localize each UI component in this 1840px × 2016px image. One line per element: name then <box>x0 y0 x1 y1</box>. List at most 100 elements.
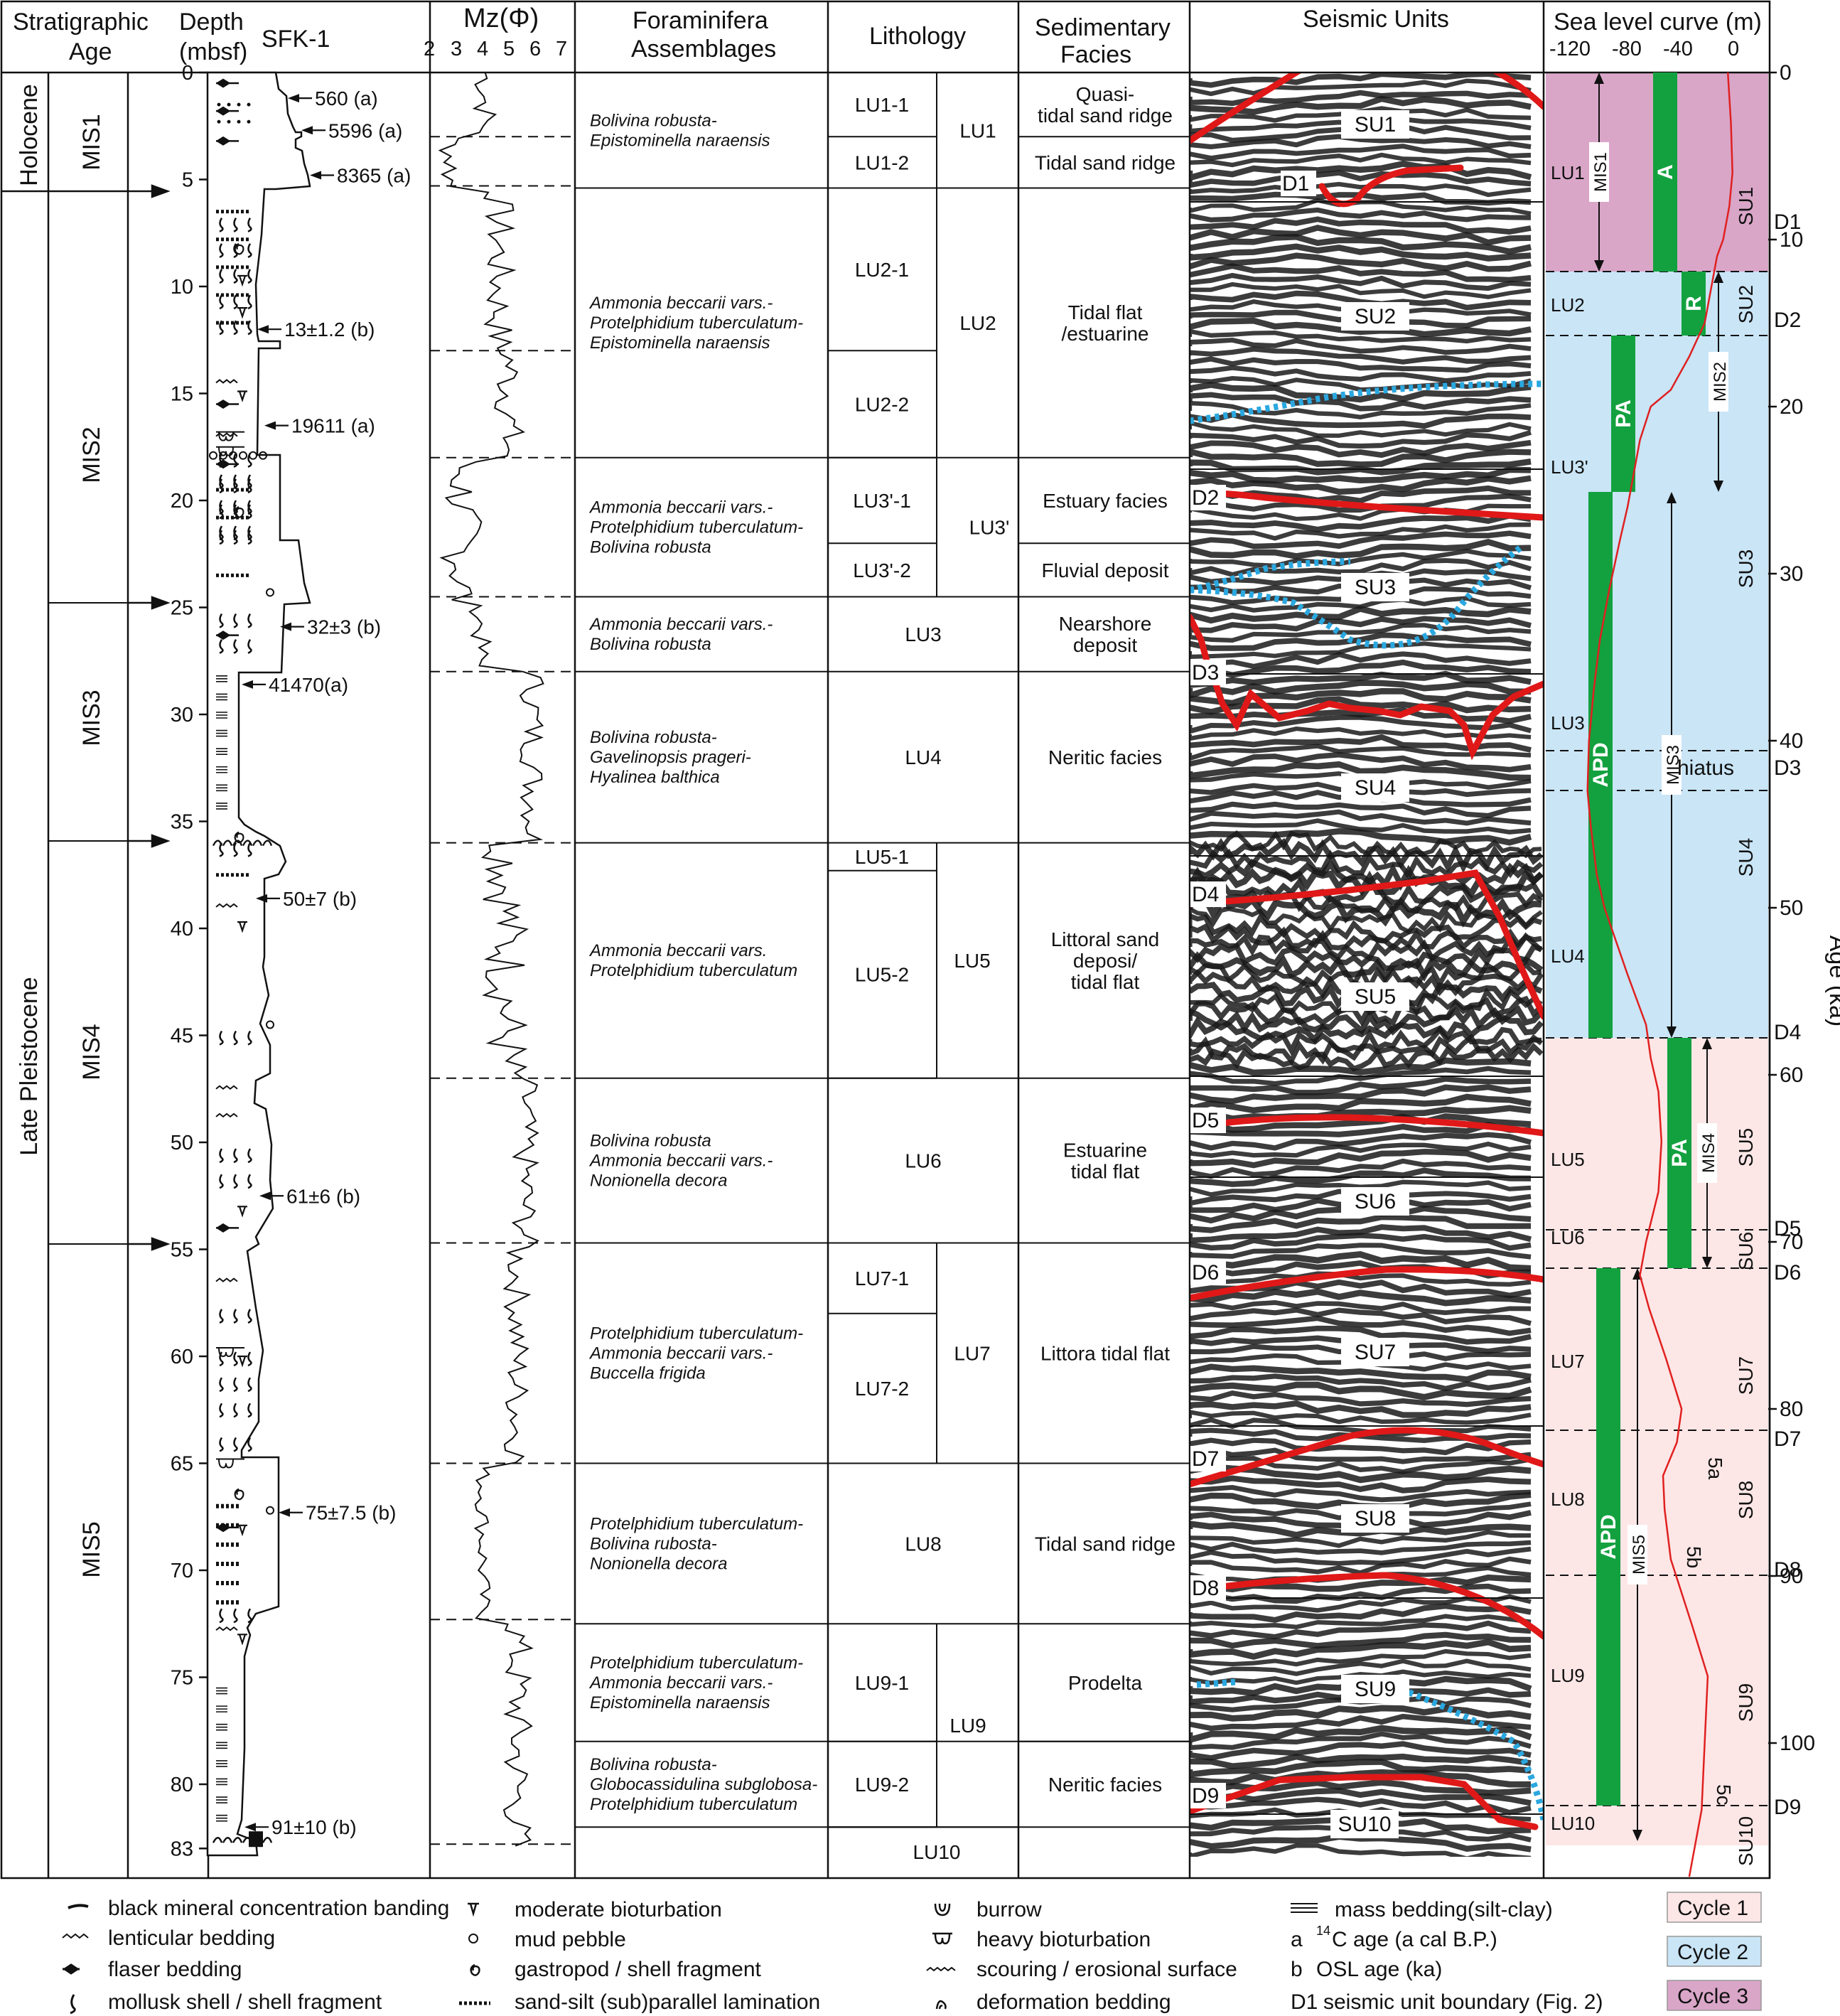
date-arrowhead <box>257 325 269 334</box>
seismic-reflection <box>1190 1132 1532 1151</box>
litho-main-label: LU5 <box>954 950 990 972</box>
seismic-unit-label: SU8 <box>1355 1507 1396 1530</box>
seismic-reflection <box>1190 1300 1532 1316</box>
lithology-column: LU1-1LU1-2LU2-1LU2-2LU3'-1LU3'-2LU5-1LU5… <box>828 73 1009 1863</box>
date-label: 75±7.5 (b) <box>306 1502 396 1524</box>
heavy-bioturbation-icon <box>932 1932 952 1945</box>
mass-bedding-symbol <box>216 1687 227 1695</box>
seismic-boundary-label-bg <box>1190 1108 1226 1133</box>
sealevel-lu-label: LU1 <box>1551 162 1585 183</box>
sealevel-bar-label: PA <box>1668 1139 1691 1167</box>
lenticular-symbol <box>215 903 238 908</box>
bioturbation-symbol <box>237 274 247 287</box>
mis-range-label-bg <box>1709 352 1728 412</box>
seismic-reflection <box>1190 1713 1532 1732</box>
seismic-reflection <box>1190 1540 1532 1555</box>
date-arrowhead <box>264 421 276 430</box>
mis-range-label-bg <box>1589 142 1609 202</box>
reflector-blue-su3b <box>1190 558 1351 594</box>
pebble-row-symbol <box>229 451 237 460</box>
seismic-reflection <box>1190 522 1532 541</box>
mz-axis: 2 3 4 5 6 7 <box>424 38 567 60</box>
seismic-reflection <box>1190 801 1532 818</box>
seismic-reflection <box>1190 1546 1532 1566</box>
date-arrowhead <box>280 622 291 631</box>
seismic-reflection <box>1190 412 1532 429</box>
seismic-boundary-label: D2 <box>1192 486 1219 510</box>
shell-symbol <box>219 1403 224 1418</box>
seismic-reflection <box>1190 1390 1532 1408</box>
depth-tick-label: 35 <box>171 811 193 834</box>
shell-symbol <box>247 218 252 232</box>
bioturbation-symbol <box>237 1524 247 1537</box>
header-facies-line1: Sedimentary <box>1035 14 1171 41</box>
facies-text: /estuarine <box>1062 323 1149 345</box>
shell-symbol <box>219 474 224 490</box>
facies-text: Tidal flat <box>1068 301 1143 323</box>
seismic-reflection <box>1190 687 1532 707</box>
facies-text: Neritic facies <box>1048 746 1162 768</box>
date-arrowhead <box>310 171 321 180</box>
core-log-sfk1 <box>206 71 311 1857</box>
bioturbation-symbol <box>237 390 247 402</box>
seismic-reflection <box>1190 1796 1532 1816</box>
seismic-reflection <box>1190 827 1532 846</box>
facies-text: tidal flat <box>1071 1161 1140 1183</box>
seismic-unit-label-bg <box>1341 302 1409 331</box>
sealevel-d-label: D3 <box>1774 756 1801 780</box>
seismic-reflection <box>1190 1410 1532 1425</box>
mis-range-arrowhead <box>1702 1038 1712 1049</box>
gastropod-icon <box>470 1963 480 1976</box>
depth-tick-label: 50 <box>171 1132 193 1154</box>
foram-assemblage-text: Protelphidium tuberculatum <box>590 1795 797 1814</box>
shell-symbol <box>219 1148 224 1164</box>
seismic-reflection <box>1190 144 1532 161</box>
seismic-reflection <box>1190 225 1532 246</box>
flaser-symbol <box>215 106 239 116</box>
sea-level-curve <box>1586 72 1733 1877</box>
seismic-reflection <box>1190 1113 1532 1133</box>
sealevel-d-label: D7 <box>1774 1427 1801 1451</box>
legend-item: scouring / erosional surface <box>926 1958 1237 1981</box>
seismic-boundary-label: D3 <box>1192 661 1219 685</box>
foram-assemblage-text: Epistominella naraensis <box>590 1693 770 1712</box>
shell-symbol <box>219 842 224 857</box>
seismic-boundary-label-bg <box>1190 1783 1226 1808</box>
seismic-reflection <box>1190 818 1532 835</box>
age-tick-label: 30 <box>1780 562 1803 586</box>
shell-symbol <box>247 269 252 284</box>
litho-sub-label: LU3'-2 <box>853 559 911 581</box>
mis-range-arrowhead <box>1632 1830 1642 1841</box>
seismic-reflection <box>1190 1243 1532 1260</box>
seismic-reflection <box>1190 392 1532 412</box>
mass-bedding-symbol <box>216 803 227 810</box>
seismic-reflection <box>1190 1446 1532 1464</box>
sealevel-bar-label: A <box>1654 164 1677 180</box>
seismic-reflection <box>1190 207 1532 222</box>
seismic-reflection <box>1190 923 1542 951</box>
depth-tick-label: 25 <box>171 597 193 620</box>
shell-symbol <box>219 1437 224 1452</box>
seismic-reflection <box>1190 558 1532 577</box>
mis-range-label: MIS4 <box>1699 1133 1718 1173</box>
seismic-reflection <box>1190 282 1532 299</box>
svg-text:14: 14 <box>1316 1924 1330 1938</box>
shell-symbol <box>233 1148 238 1164</box>
seismic-reflection <box>1190 90 1532 107</box>
cycle-2-swatch <box>1667 1936 1762 1967</box>
svg-text:Cycle 1: Cycle 1 <box>1677 1897 1748 1920</box>
flaser-symbol <box>215 459 239 469</box>
seismic-reflection <box>1190 216 1532 235</box>
gastropod-symbol <box>234 242 244 255</box>
seismic-reflection <box>1190 1759 1532 1778</box>
moderate-bioturbation-icon <box>468 1902 479 1917</box>
seismic-reflection <box>1190 263 1532 283</box>
seismic-reflection <box>1190 1631 1532 1649</box>
substage-label: 5c <box>1713 1784 1735 1806</box>
legend-item: gastropod / shell fragment <box>470 1958 762 1981</box>
mass-bedding-symbol <box>216 693 227 701</box>
reflector-top <box>1190 73 1544 144</box>
depth-tick-label: 40 <box>171 918 193 940</box>
bioturbation-symbol <box>237 1206 247 1218</box>
seismic-unit-label: SU3 <box>1355 576 1396 599</box>
